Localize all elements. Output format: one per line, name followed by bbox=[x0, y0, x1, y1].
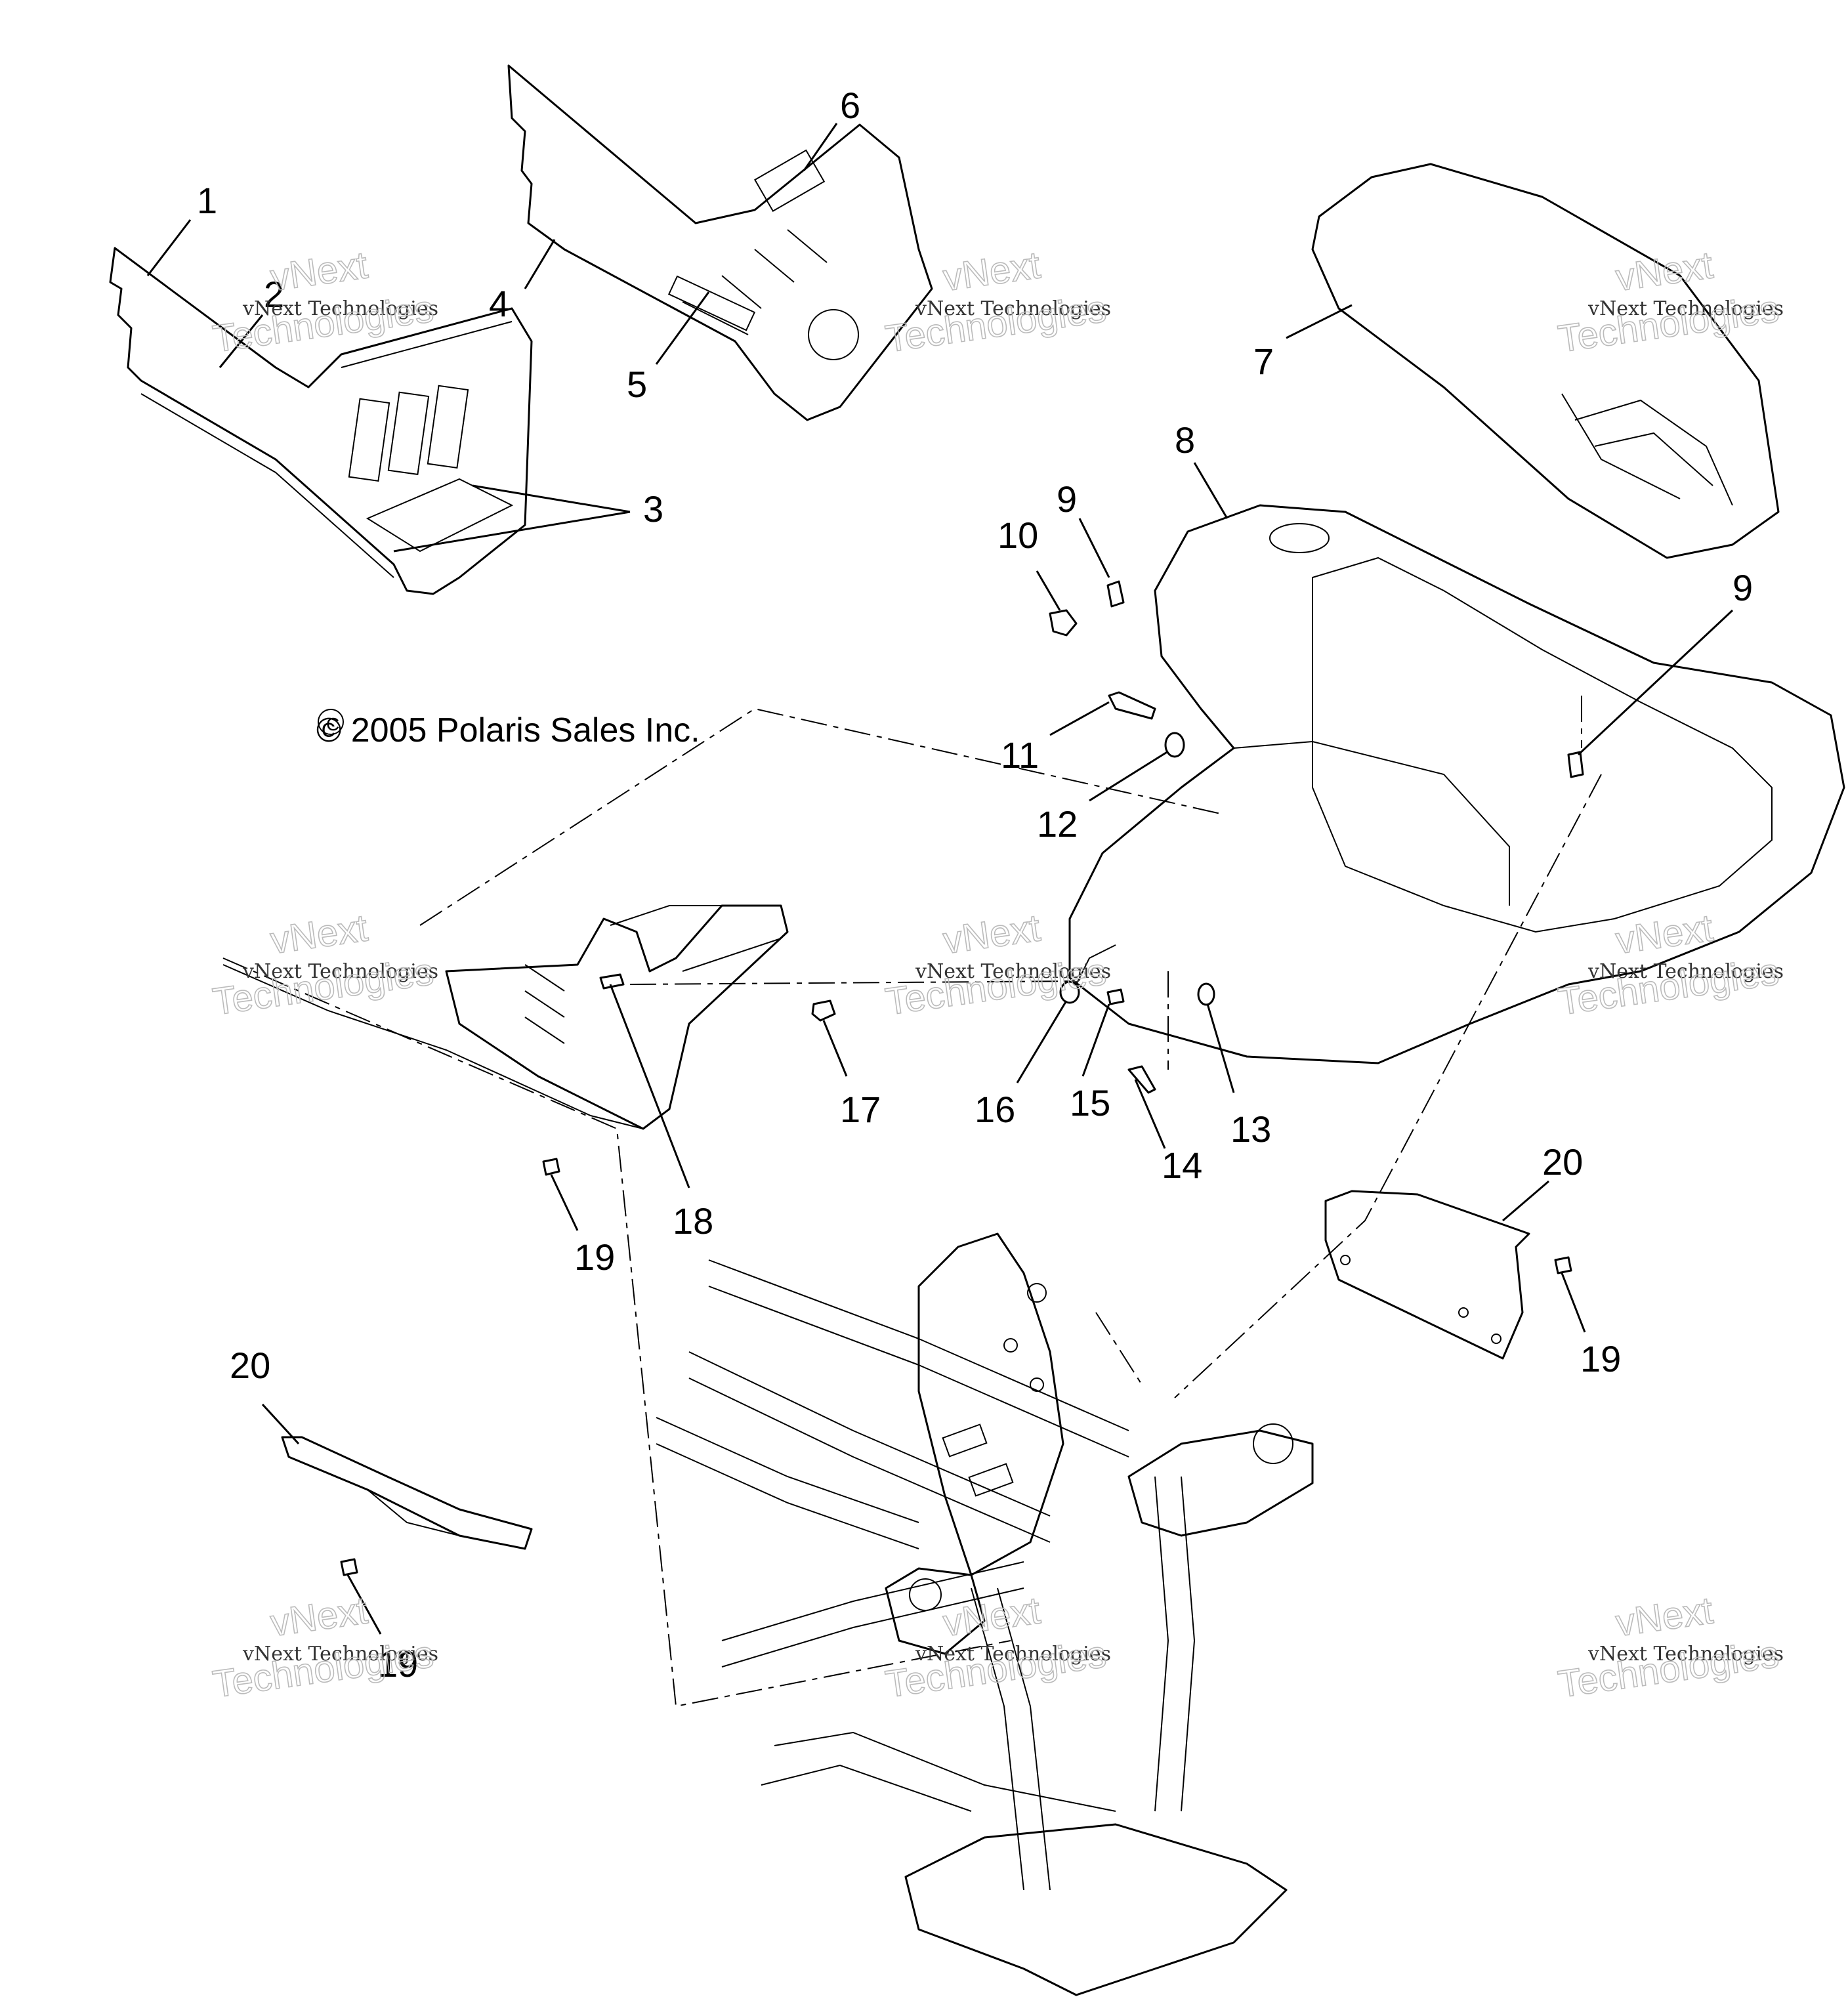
copyright-notice: C © 2005 Polaris Sales Inc. bbox=[316, 709, 700, 749]
svg-text:vNext: vNext bbox=[1613, 1589, 1715, 1645]
callout-20-right: 20 bbox=[1542, 1141, 1583, 1183]
callout-19-left: 19 bbox=[574, 1236, 615, 1278]
callout-11: 11 bbox=[1001, 734, 1039, 776]
side-panel-right bbox=[1324, 1190, 1530, 1360]
hardware bbox=[340, 580, 1584, 1576]
svg-text:vNext Technologies: vNext Technologies bbox=[242, 1643, 438, 1666]
bolt-11 bbox=[1108, 691, 1156, 720]
callout-16: 16 bbox=[975, 1089, 1015, 1130]
svg-text:vNext: vNext bbox=[940, 1589, 1043, 1645]
callout-2: 2 bbox=[264, 274, 284, 315]
frame bbox=[656, 1232, 1314, 1996]
svg-text:vNext: vNext bbox=[1613, 243, 1715, 299]
svg-text:vNext Technologies: vNext Technologies bbox=[915, 297, 1111, 320]
nut-9-upper bbox=[1106, 580, 1125, 608]
left-footrest-panel bbox=[109, 247, 533, 595]
watermark-8: vNext vNext Technologies Technologies bbox=[882, 1588, 1111, 1706]
washer-13 bbox=[1197, 982, 1215, 1006]
rivet-19-right bbox=[1554, 1256, 1572, 1274]
watermark-9: vNext vNext Technologies Technologies bbox=[1555, 1588, 1784, 1706]
copyright-text: © 2005 Polaris Sales Inc. bbox=[316, 711, 700, 749]
screw-14 bbox=[1127, 1065, 1156, 1094]
callout-5: 5 bbox=[627, 364, 647, 405]
svg-text:vNext Technologies: vNext Technologies bbox=[915, 960, 1111, 983]
pin-18 bbox=[599, 973, 625, 990]
washer-12 bbox=[1164, 732, 1185, 758]
watermark-1: vNext vNext Technologies Technologies bbox=[209, 243, 438, 361]
callout-1: 1 bbox=[197, 180, 217, 221]
washer-16 bbox=[1059, 980, 1080, 1004]
callout-10: 10 bbox=[998, 514, 1038, 556]
callout-6: 6 bbox=[840, 85, 860, 126]
watermark-3: vNext vNext Technologies Technologies bbox=[1555, 243, 1784, 361]
front-grille bbox=[222, 904, 789, 1130]
svg-text:vNext: vNext bbox=[940, 243, 1043, 299]
callout-20-left: 20 bbox=[230, 1345, 270, 1386]
svg-text:vNext Technologies: vNext Technologies bbox=[1587, 1643, 1784, 1666]
svg-text:vNext: vNext bbox=[940, 906, 1043, 962]
leader-lines bbox=[146, 123, 1734, 1635]
svg-text:vNext Technologies: vNext Technologies bbox=[1587, 297, 1784, 320]
watermark-7: vNext vNext Technologies Technologies bbox=[209, 1588, 438, 1706]
nut-9-lower bbox=[1567, 751, 1584, 778]
floor-mat-panel bbox=[507, 64, 933, 421]
nut-17 bbox=[811, 999, 836, 1022]
callout-3: 3 bbox=[643, 488, 663, 530]
callout-19-bottom: 19 bbox=[377, 1643, 418, 1685]
callout-12: 12 bbox=[1037, 803, 1078, 845]
rear-cab bbox=[1068, 504, 1845, 1064]
side-panel-left bbox=[281, 1436, 533, 1550]
watermark-big-1: vNext bbox=[268, 243, 370, 299]
nut-15 bbox=[1106, 988, 1125, 1005]
callout-18: 18 bbox=[673, 1200, 713, 1242]
callout-4: 4 bbox=[489, 283, 509, 324]
svg-text:vNext Technologies: vNext Technologies bbox=[242, 960, 438, 983]
watermark-2: vNext vNext Technologies Technologies bbox=[882, 243, 1111, 361]
rivet-19-left bbox=[542, 1158, 560, 1176]
seat bbox=[1311, 163, 1780, 559]
callout-9-upper: 9 bbox=[1057, 478, 1077, 520]
callout-17: 17 bbox=[840, 1089, 881, 1130]
svg-text:vNext: vNext bbox=[268, 1589, 370, 1645]
callout-9-lower: 9 bbox=[1732, 567, 1753, 608]
callout-15: 15 bbox=[1070, 1082, 1110, 1124]
svg-text:vNext: vNext bbox=[268, 906, 370, 962]
svg-text:vNext Technologies: vNext Technologies bbox=[915, 1643, 1111, 1666]
watermark-4: vNext vNext Technologies Technologies bbox=[209, 906, 438, 1024]
watermark-small-1: vNext Technologies bbox=[242, 297, 438, 320]
callout-8: 8 bbox=[1175, 419, 1195, 461]
callout-13: 13 bbox=[1230, 1108, 1271, 1150]
assembly-lines bbox=[222, 696, 1602, 1708]
watermark-5: vNext vNext Technologies Technologies bbox=[882, 906, 1111, 1024]
svg-text:C: C bbox=[326, 714, 339, 734]
rivet-10 bbox=[1049, 609, 1078, 637]
callout-14: 14 bbox=[1162, 1144, 1202, 1186]
svg-text:vNext Technologies: vNext Technologies bbox=[1587, 960, 1784, 983]
callout-labels: 1 2 3 4 5 6 7 8 9 9 10 11 12 13 14 15 16… bbox=[197, 85, 1753, 1685]
rivet-19-bottom bbox=[340, 1558, 358, 1576]
callout-7: 7 bbox=[1253, 341, 1274, 382]
callout-19-right: 19 bbox=[1580, 1338, 1621, 1379]
